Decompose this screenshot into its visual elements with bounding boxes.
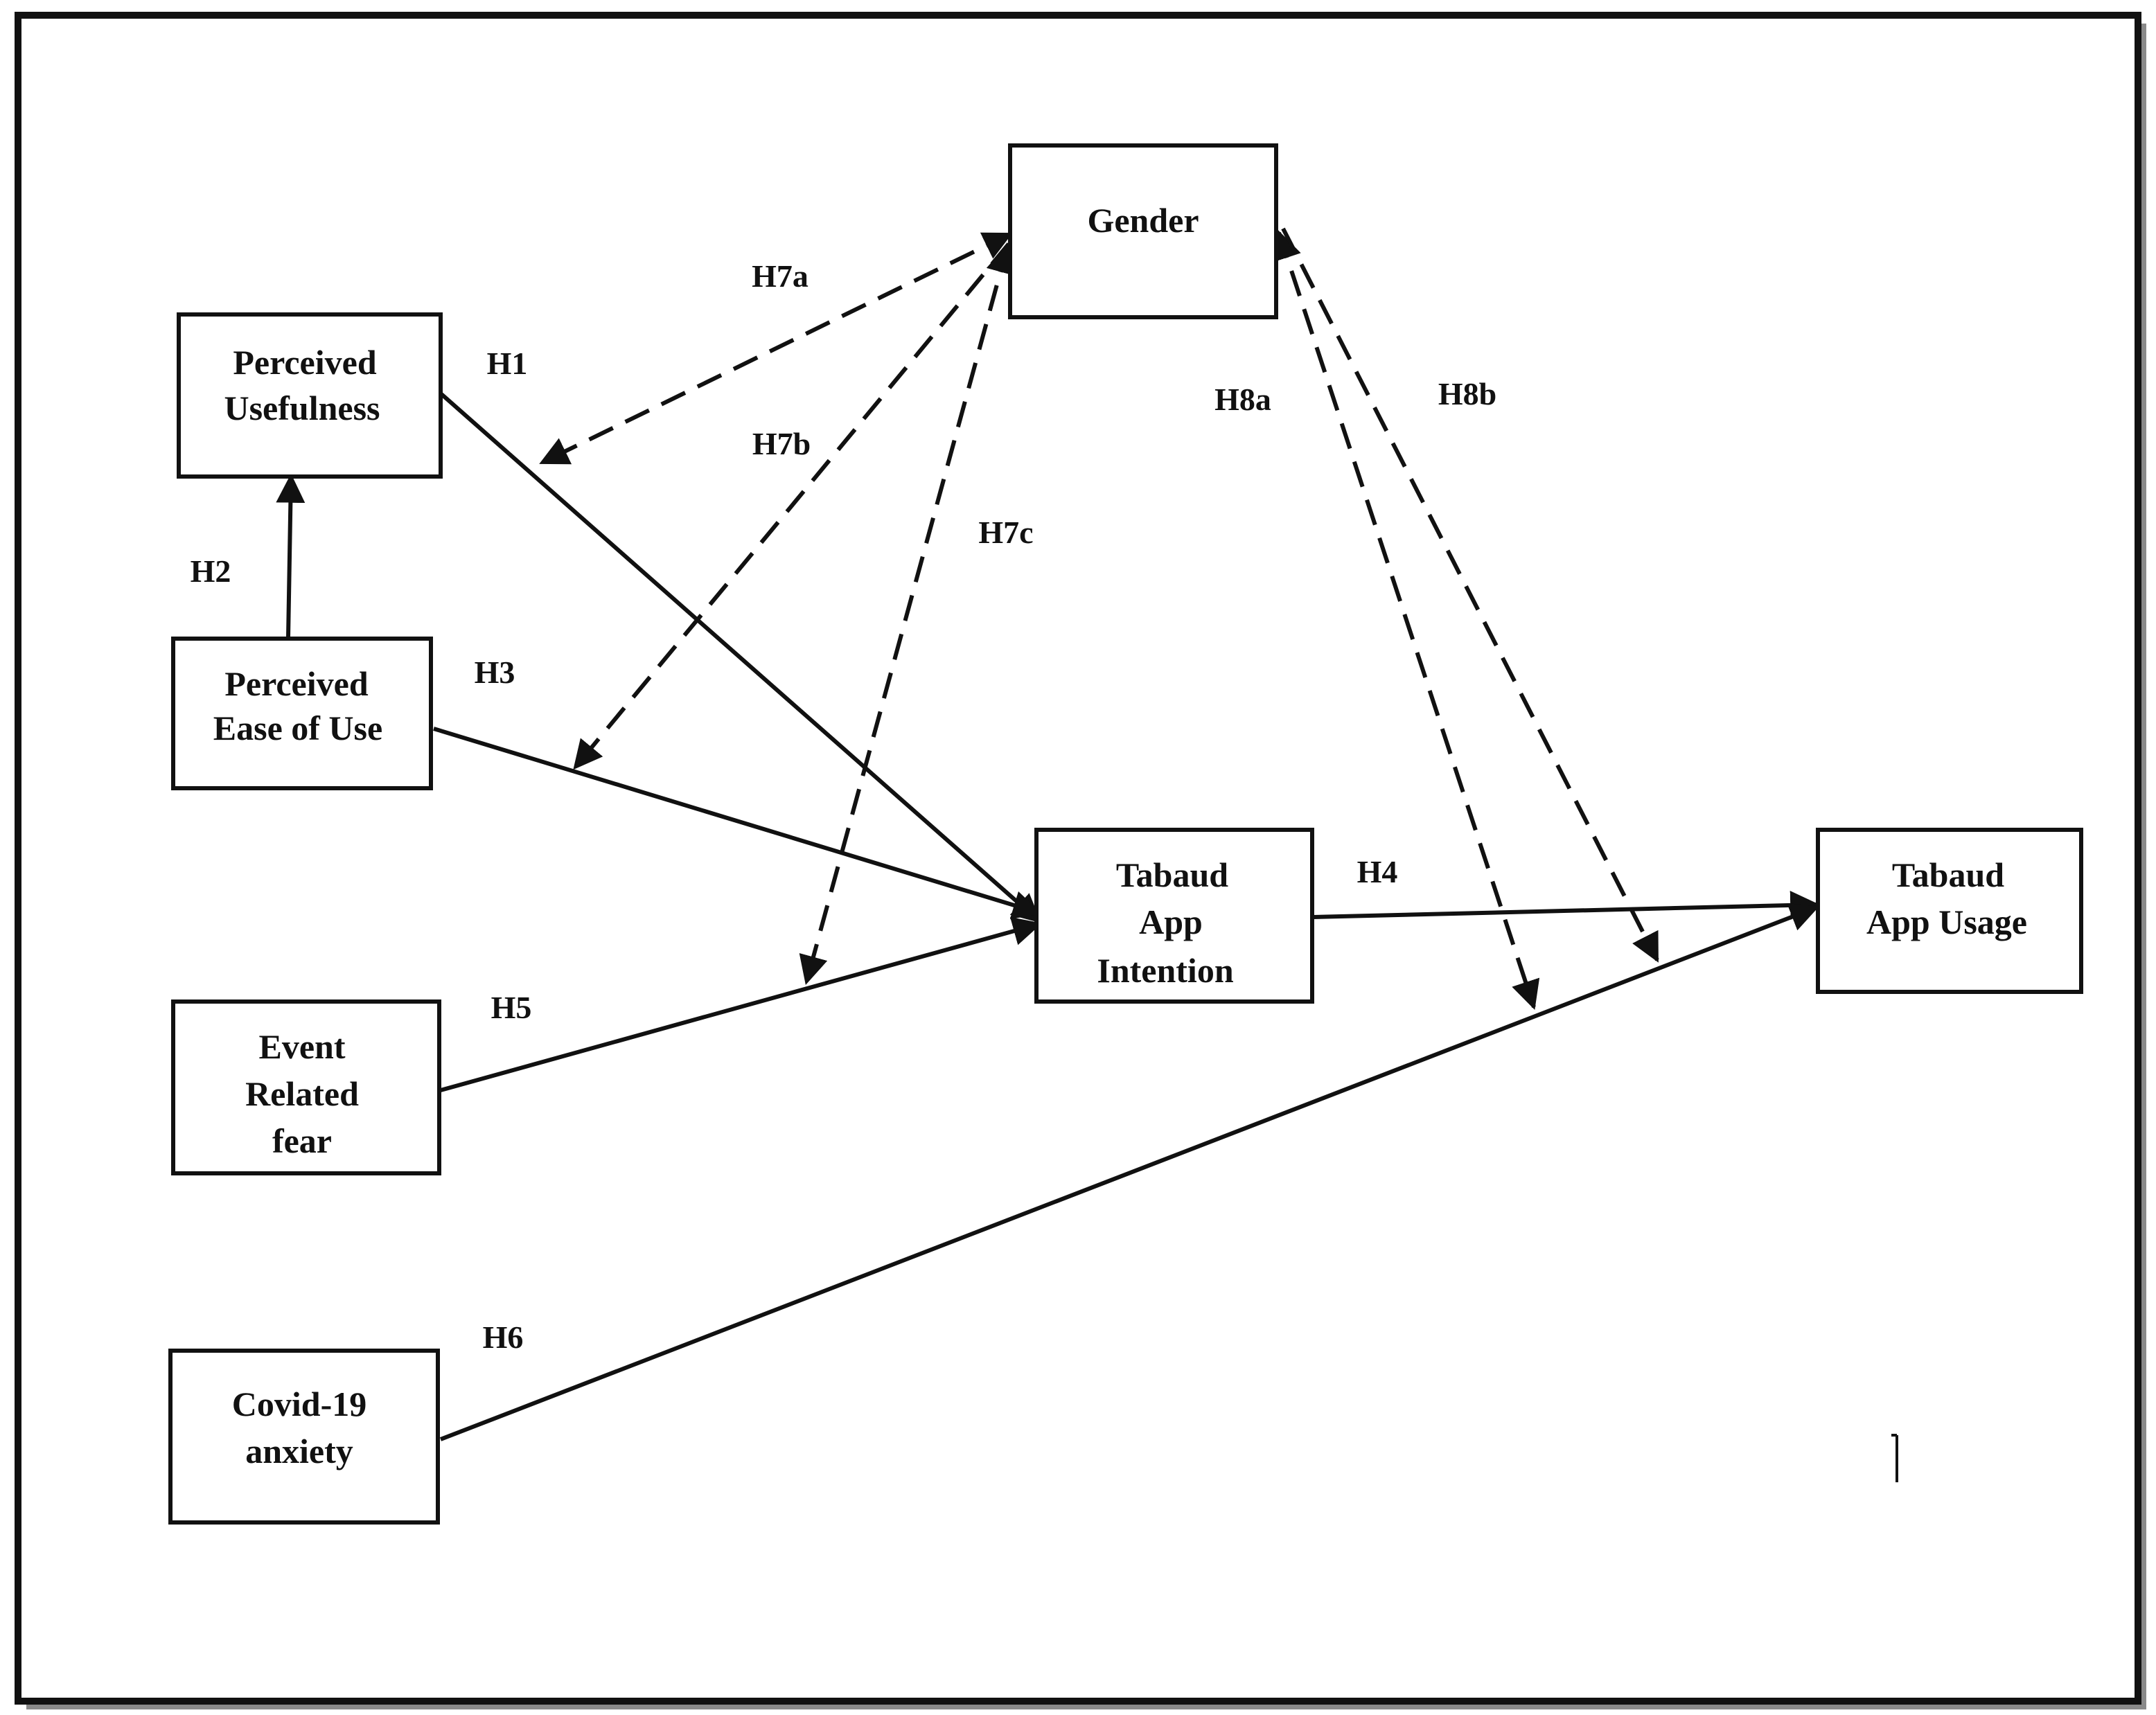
path-h8a (1273, 230, 1540, 1010)
tabaud-app-intention-node: Tabaud App Intention (1034, 828, 1314, 1004)
perceived-usefulness-node: Perceived Usefulness (177, 312, 443, 479)
path-h7b (573, 242, 1011, 770)
label-h7c: H7c (978, 515, 1033, 550)
anxiety-label-line2: anxiety (245, 1432, 353, 1470)
path-h8b (1281, 227, 1659, 963)
anxiety-label-line1: Covid-19 (232, 1385, 366, 1423)
fear-label-line2: Related (245, 1074, 359, 1113)
gender-label: Gender (1087, 201, 1199, 240)
covid-19-anxiety-node: Covid-19 anxiety (168, 1349, 440, 1525)
label-h2: H2 (191, 553, 231, 589)
label-h7a: H7a (752, 258, 808, 294)
label-h1: H1 (487, 346, 528, 381)
perceived-ease-of-use-node: Perceived Ease of Use (171, 637, 433, 790)
label-h8b: H8b (1438, 376, 1496, 411)
tabaud-app-usage-node: Tabaud App Usage (1816, 828, 2083, 994)
fear-label-line3: fear (272, 1121, 332, 1160)
usage-label-line2: App Usage (1866, 903, 2027, 941)
label-h6: H6 (483, 1319, 524, 1355)
gender-node: Gender (1008, 143, 1278, 319)
path-h7c (799, 243, 1015, 986)
event-related-fear-node: Event Related fear (171, 999, 441, 1175)
label-h3: H3 (475, 655, 515, 690)
intention-label-line2: App (1139, 903, 1203, 941)
label-h5: H5 (491, 990, 532, 1025)
label-h4: H4 (1357, 854, 1398, 889)
pu-label-line1: Perceived (233, 343, 376, 382)
path-h2 (276, 473, 306, 638)
pu-label-line2: Usefulness (224, 389, 380, 427)
intention-label-line1: Tabaud (1116, 855, 1228, 894)
usage-label-line1: Tabaud (1892, 855, 2004, 894)
intention-label-line3: Intention (1097, 951, 1233, 990)
peou-label-line2: Ease of Use (213, 709, 382, 747)
label-h8a: H8a (1214, 382, 1271, 417)
path-h6 (439, 903, 1819, 1441)
peou-label-line1: Perceived (224, 664, 368, 703)
label-h7b: H7b (752, 426, 811, 461)
fear-label-line1: Event (259, 1027, 346, 1066)
